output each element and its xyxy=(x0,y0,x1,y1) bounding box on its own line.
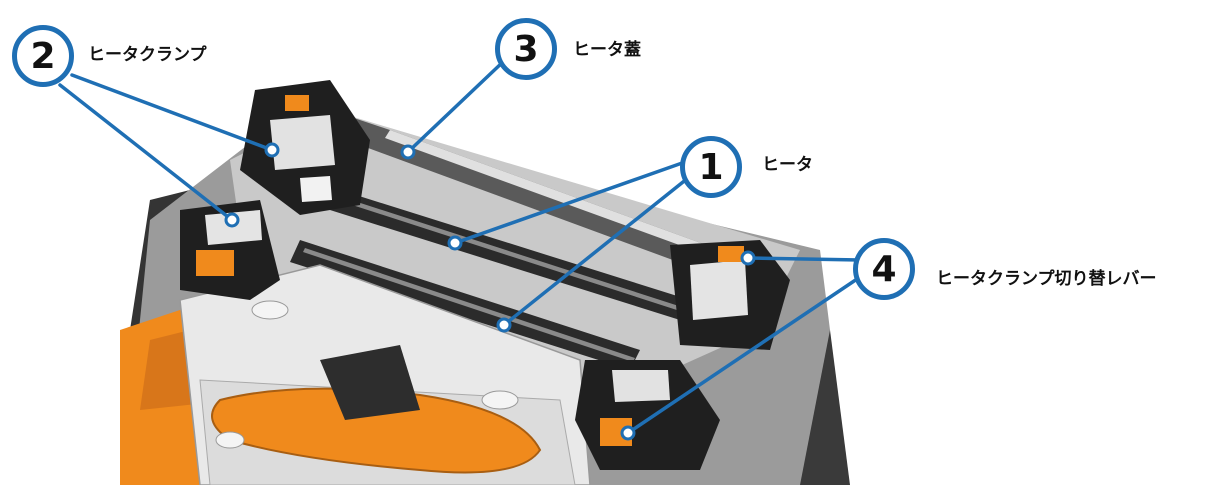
callout-3-badge: 3 xyxy=(495,18,557,80)
callout-4-badge: 4 xyxy=(853,238,915,300)
callout-2-badge: 2 xyxy=(12,25,74,87)
callout-4-label: ヒータクランプ切り替レバー xyxy=(936,269,1157,289)
callout-1-label: ヒータ xyxy=(762,155,813,175)
callout-2-label: ヒータクランプ xyxy=(88,45,207,65)
callout-1-badge: 1 xyxy=(680,136,742,198)
callout-3-label: ヒータ蓋 xyxy=(573,40,641,60)
